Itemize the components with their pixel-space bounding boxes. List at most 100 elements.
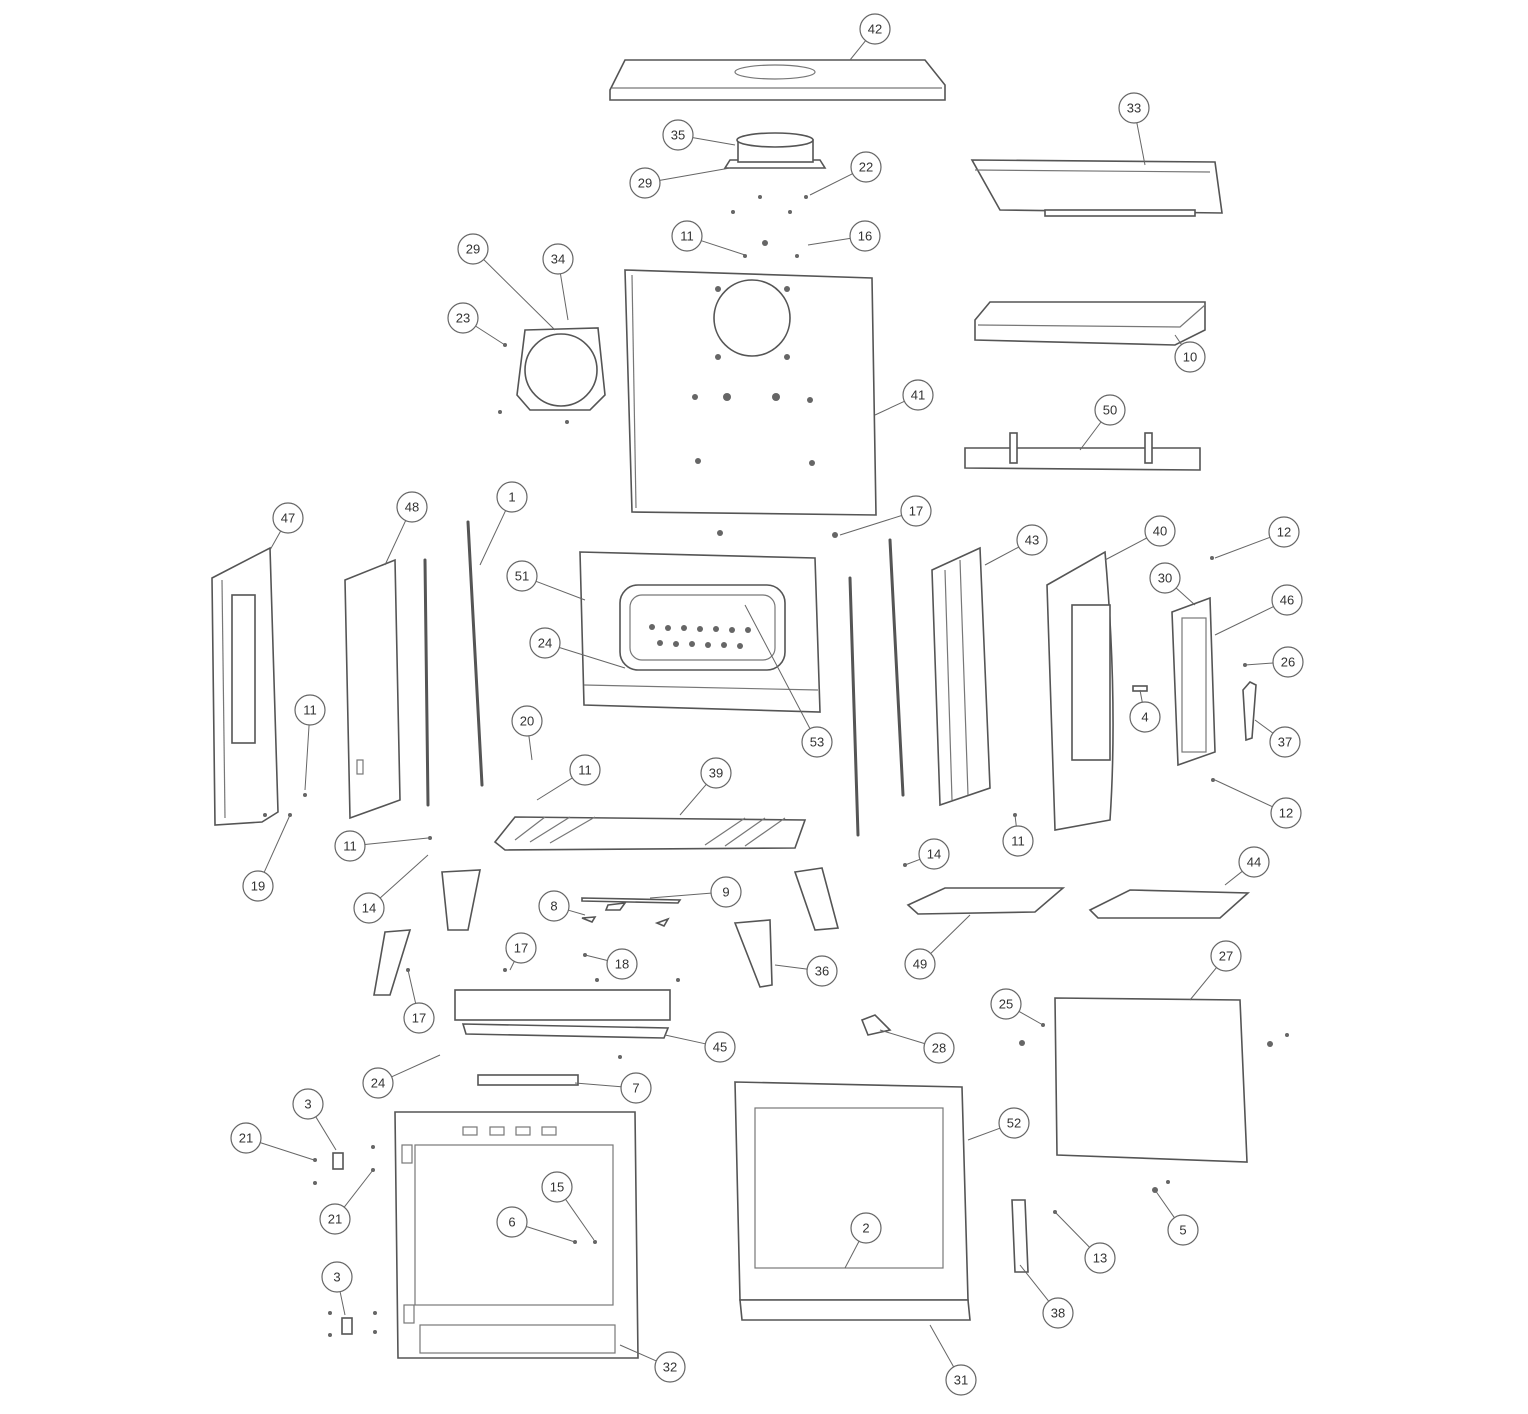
part-back-panel (624, 269, 877, 538)
leader-line (559, 646, 626, 669)
callout-number: 37 (1278, 735, 1292, 750)
callout-7: 7 (574, 1072, 652, 1104)
leader-line (1174, 334, 1182, 345)
part-glass-panel (1054, 997, 1248, 1163)
leader-line (1189, 967, 1217, 1001)
callout-21: 21 (230, 1122, 315, 1161)
callout-number: 51 (515, 569, 529, 584)
leader-line (1014, 814, 1017, 827)
part-left-inner-panel (344, 558, 401, 820)
callout-8: 8 (538, 890, 586, 922)
leader-line (984, 546, 1019, 566)
callout-15: 15 (541, 1171, 595, 1241)
callout-circle (1016, 524, 1048, 556)
callout-33: 33 (1118, 92, 1150, 166)
callout-3: 3 (292, 1088, 337, 1151)
callout-number: 13 (1093, 1251, 1107, 1266)
callout-number: 34 (551, 252, 565, 267)
callout-number: 23 (456, 311, 470, 326)
callout-53: 53 (744, 604, 833, 758)
callout-number: 17 (412, 1011, 426, 1026)
callout-circle (629, 167, 661, 199)
leader-line (379, 854, 429, 899)
callout-number: 47 (281, 511, 295, 526)
callout-circle (671, 220, 703, 252)
callout-3: 3 (321, 1261, 353, 1316)
leader-line (1104, 537, 1147, 561)
callout-number: 8 (550, 899, 557, 914)
callout-10: 10 (1174, 334, 1206, 373)
callout-11: 11 (671, 220, 746, 256)
callout-number: 33 (1127, 101, 1141, 116)
callout-34: 34 (542, 243, 574, 321)
callout-24: 24 (529, 627, 626, 669)
callout-number: 17 (514, 941, 528, 956)
callout-circle (945, 1364, 977, 1396)
callout-45: 45 (664, 1031, 736, 1063)
callout-2: 2 (844, 1212, 882, 1269)
callout-circle (1094, 394, 1126, 426)
callout-number: 16 (858, 229, 872, 244)
part-right-inner-panel (931, 546, 991, 807)
callout-number: 2 (862, 1221, 869, 1236)
callout-number: 9 (722, 885, 729, 900)
callout-17: 17 (839, 495, 932, 536)
callout-number: 4 (1141, 710, 1148, 725)
callout-number: 11 (303, 703, 317, 718)
leader-line (1214, 536, 1271, 559)
leader-line (528, 735, 533, 761)
leader-line (315, 1116, 337, 1151)
callout-circle (538, 890, 570, 922)
leader-line (1154, 1189, 1175, 1218)
callout-12: 12 (1214, 516, 1300, 559)
callout-number: 27 (1219, 949, 1233, 964)
callout-circle (1269, 726, 1301, 758)
callout-number: 36 (815, 964, 829, 979)
callout-51: 51 (506, 560, 586, 601)
leader-line (1175, 587, 1196, 606)
callout-circle (319, 1203, 351, 1235)
callout-number: 53 (810, 735, 824, 750)
leader-line (1214, 606, 1274, 636)
leader-line (879, 1029, 925, 1045)
leader-line (304, 724, 310, 791)
callout-number: 42 (868, 22, 882, 37)
part-flue-collar (723, 132, 827, 169)
callout-number: 43 (1025, 533, 1039, 548)
leader-line (339, 1291, 346, 1316)
leader-line (565, 1199, 595, 1241)
callout-circle (511, 705, 543, 737)
callout-number: 50 (1103, 403, 1117, 418)
part-top-plate (609, 59, 946, 101)
callout-circle (710, 876, 742, 908)
leader-line (807, 237, 851, 246)
callout-20: 20 (511, 705, 543, 761)
part-baffle-plates (906, 887, 1251, 919)
callout-18: 18 (584, 948, 638, 980)
callout-14: 14 (353, 854, 429, 924)
callout-circle (704, 1031, 736, 1063)
callout-9: 9 (649, 876, 742, 908)
callout-11: 11 (1002, 814, 1034, 857)
callout-circle (850, 1212, 882, 1244)
callout-14: 14 (904, 838, 950, 870)
leader-line (692, 137, 736, 146)
callout-19: 19 (242, 814, 291, 902)
callout-circle (1118, 92, 1150, 124)
callout-circle (447, 302, 479, 334)
callout-circle (1084, 1242, 1116, 1274)
callout-number: 3 (333, 1270, 340, 1285)
callout-circle (1268, 516, 1300, 548)
part-right-side-panel (1046, 550, 1114, 831)
callout-number: 21 (328, 1212, 342, 1227)
callout-circle (849, 220, 881, 252)
callout-circle (1167, 1214, 1199, 1246)
callout-number: 49 (913, 957, 927, 972)
callout-21: 21 (319, 1169, 374, 1235)
callout-circle (620, 1072, 652, 1104)
callout-number: 19 (251, 879, 265, 894)
leader-line (391, 1054, 441, 1078)
screws-top (731, 195, 808, 258)
callout-circle (334, 830, 366, 862)
